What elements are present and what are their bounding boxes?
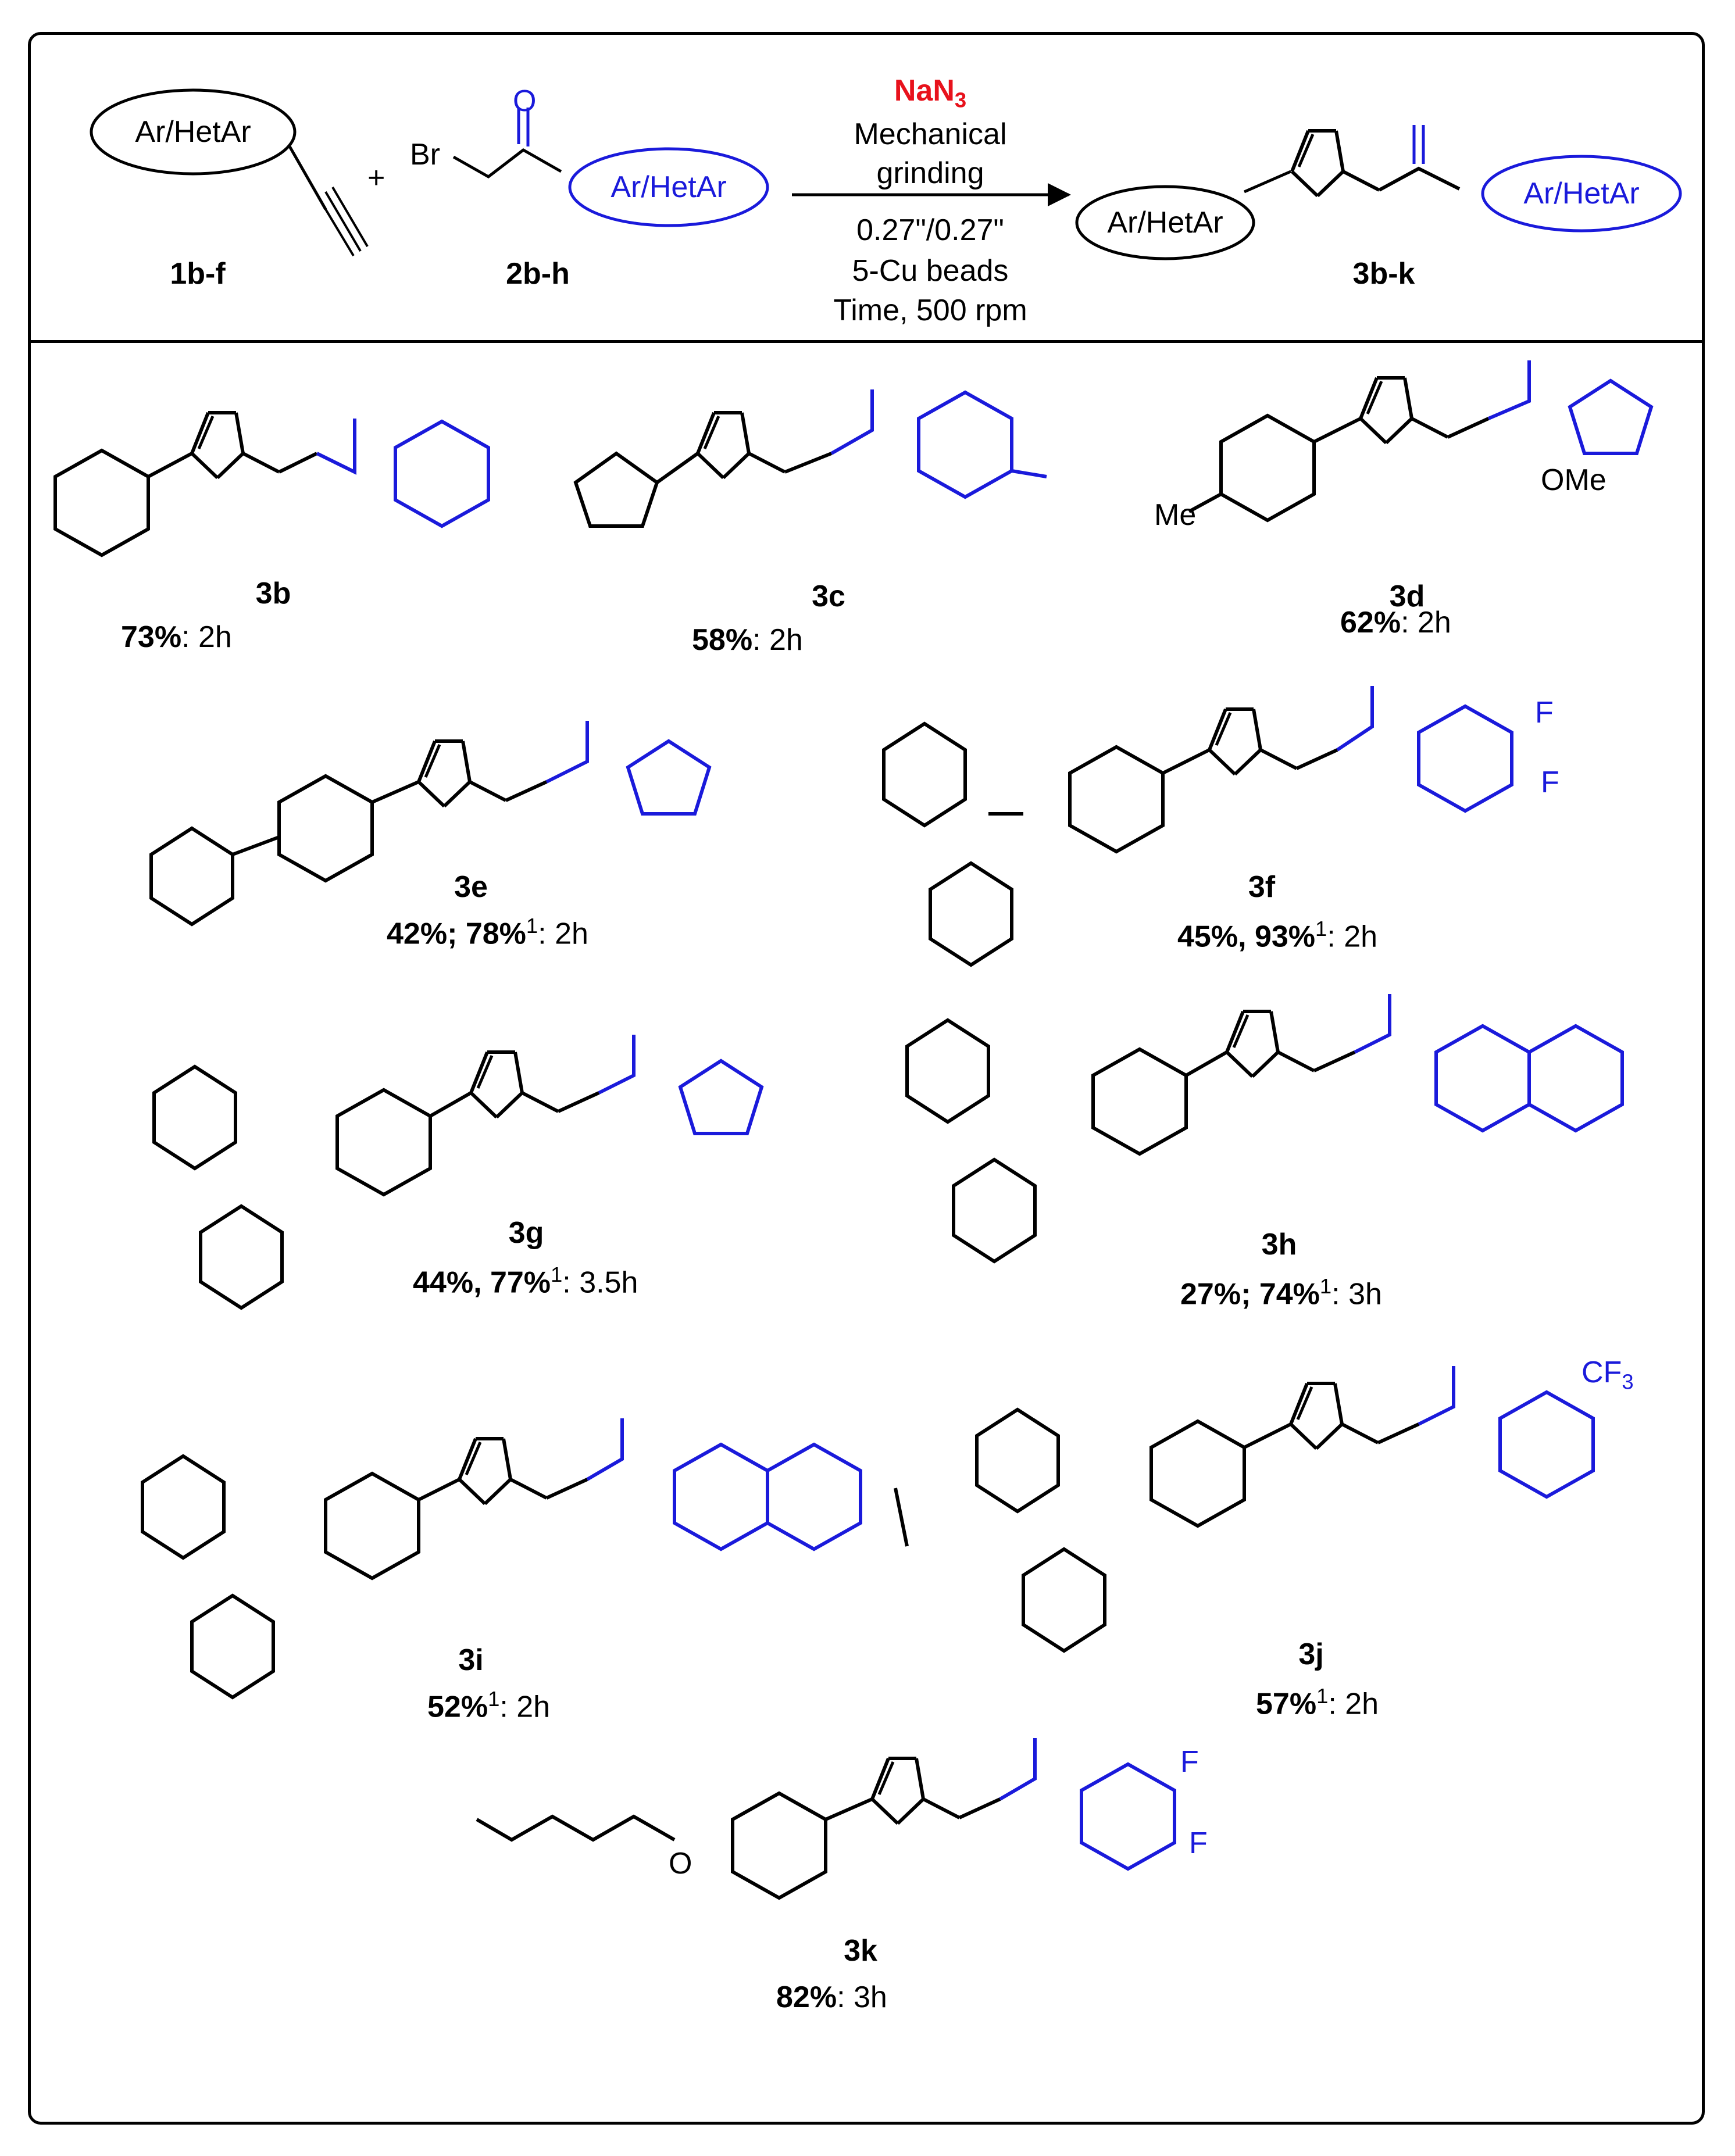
- yield-3e: 42%; 78%1: 2h: [387, 914, 588, 951]
- compound-id-3c: 3c: [812, 580, 845, 613]
- fluorine-label-3f-a: F: [1535, 696, 1554, 730]
- yield-3i: 52%1: 2h: [427, 1687, 551, 1724]
- compound-id-3j: 3j: [1298, 1637, 1324, 1671]
- yield-3b: 73%: 2h: [121, 620, 232, 654]
- substituent-ome-3c: OMe: [1541, 463, 1607, 497]
- compound-id-3e: 3e: [454, 870, 488, 904]
- cf3-label-3j: CF3: [1582, 1356, 1634, 1394]
- structure-3c: [573, 389, 1047, 528]
- condition-line3: 0.27"/0.27": [856, 213, 1004, 247]
- compound-id-3f: 3f: [1248, 870, 1276, 904]
- condition-line2: grinding: [876, 156, 984, 190]
- structure-3k: [476, 1738, 1176, 1900]
- compound-id-3b: 3b: [255, 577, 291, 610]
- yield-3d: 62%: 2h: [1340, 606, 1451, 639]
- reagent2-oxygen: O: [513, 84, 537, 118]
- condition-line4: 5-Cu beads: [852, 254, 1009, 288]
- product-id: 3b-k: [1352, 257, 1415, 291]
- fluorine-label-3k-a: F: [1180, 1745, 1199, 1779]
- fluorine-label-3f-b: F: [1541, 766, 1559, 799]
- yield-3k: 82%: 3h: [776, 1980, 887, 2014]
- oxygen-label-3k: O: [669, 1847, 692, 1880]
- scheme-frame: [28, 32, 1705, 2125]
- yield-3c: 58%: 2h: [692, 623, 803, 657]
- condition-line5: Time, 500 rpm: [833, 294, 1027, 327]
- reagent1-id: 1b-f: [170, 257, 226, 291]
- structure-3j: [975, 1366, 1595, 1653]
- structure-3i: [141, 1418, 909, 1700]
- product-general-structure: [1075, 125, 1682, 260]
- compound-id-3h: 3h: [1261, 1228, 1297, 1261]
- reagent2-id: 2b-h: [506, 257, 570, 291]
- structure-3h: [905, 994, 1624, 1264]
- structure-3f: [882, 686, 1513, 967]
- compound-id-3g: 3g: [508, 1216, 544, 1250]
- fluorine-label-3k-b: F: [1189, 1826, 1208, 1860]
- structure-3b: [53, 413, 490, 557]
- yield-3f: 45%, 93%1: 2h: [1177, 917, 1378, 954]
- bromo-label: Br: [410, 138, 440, 171]
- yield-3g: 44%, 77%1: 3.5h: [413, 1263, 638, 1300]
- plus-sign: +: [367, 161, 385, 195]
- compound-id-3i: 3i: [458, 1643, 484, 1677]
- substituent-me-3d: Me: [1154, 498, 1197, 532]
- structure-3g: [152, 1035, 764, 1310]
- product-right-label: Ar/HetAr: [1523, 177, 1640, 210]
- condition-line1: Mechanical: [854, 117, 1007, 151]
- reagent-nan3: NaN3: [894, 74, 967, 112]
- yield-3j: 57%1: 2h: [1256, 1684, 1379, 1721]
- compound-id-3d: 3d: [1389, 580, 1425, 613]
- yield-3h: 27%; 74%1: 3h: [1180, 1274, 1382, 1311]
- reagent1-structure: [90, 88, 369, 257]
- reagent1-label: Ar/HetAr: [135, 115, 251, 149]
- structure-3d: [1188, 360, 1654, 523]
- product-left-label: Ar/HetAr: [1107, 206, 1223, 239]
- reagent2-structure: [452, 108, 769, 227]
- header-divider: [28, 340, 1705, 343]
- structure-3e: [149, 721, 712, 927]
- reagent2-label: Ar/HetAr: [611, 170, 727, 204]
- compound-id-3k: 3k: [844, 1934, 877, 1968]
